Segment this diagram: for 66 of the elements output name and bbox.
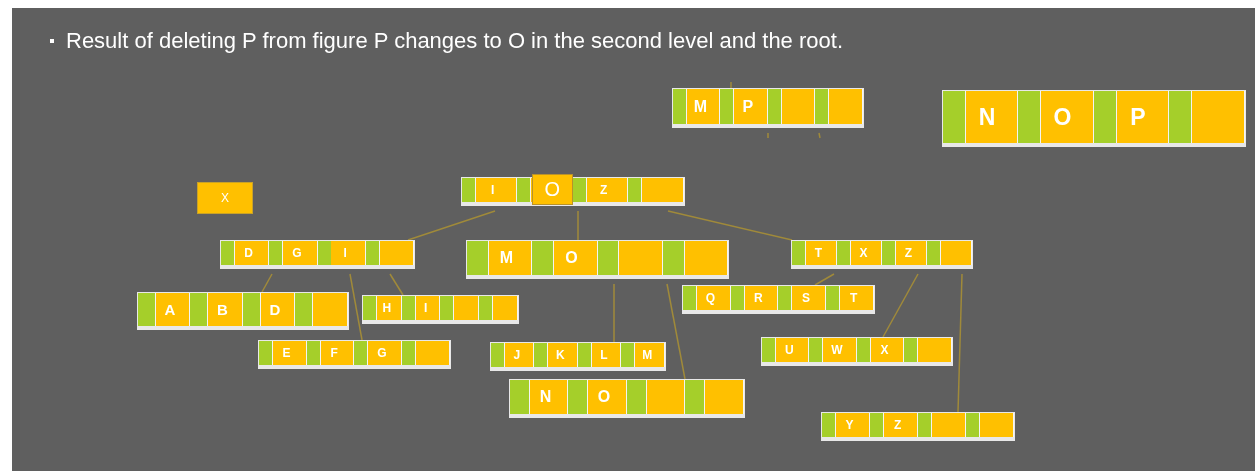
key-letter: G [292,247,302,259]
key-letter: H [382,302,392,314]
key-letter: M [642,349,653,361]
btree-node [509,379,745,418]
key-letter: Y [845,419,854,431]
key-letter: S [802,292,810,304]
key-letter: I [490,184,495,196]
connector-line [666,283,686,380]
btree-node [466,240,729,279]
key-letter: T [814,247,823,259]
highlighted-key: O [531,173,573,205]
key-letter: P [1130,105,1146,129]
connector-line [667,210,793,241]
key-letter: R [753,292,763,304]
connector-line [349,273,363,341]
key-letter: X [880,344,889,356]
connector-line [577,210,579,241]
key-letter: F [330,347,338,359]
key-letter: B [216,302,228,317]
connector-line [613,283,615,343]
key-letter: I [424,302,428,314]
connector-line [882,273,919,338]
key-letter: U [785,344,794,356]
btree-node [258,340,451,369]
btree-node [761,337,953,366]
key-letter: M [693,98,708,115]
btree-node [220,240,415,269]
key-letter: N [978,105,996,129]
key-letter: J [513,349,521,361]
key-letter: T [850,292,858,304]
connector-line [261,273,273,293]
btree-node [682,285,875,314]
btree-node [672,88,864,128]
key-letter: E [282,347,291,359]
btree-node [362,295,519,324]
key-letter: K [555,349,565,361]
key-letter: X [859,247,868,259]
connector-line [957,273,963,413]
btree-node [942,90,1246,147]
btree-node [821,412,1015,441]
title: Result of deleting P from figure P changes to O in the second level and the root. [66,27,843,55]
btree-node [461,177,685,206]
key-letter: I [343,247,347,259]
key-box: X [197,182,253,214]
key-letter: N [539,389,552,405]
key-letter: Z [904,247,913,259]
key-letter: G [377,347,387,359]
key-letter: M [499,250,513,266]
btree-node [490,342,666,371]
key-letter: D [269,302,281,317]
key-letter: Q [705,292,716,304]
key-letter: Z [599,184,608,196]
key-letter: O [565,250,578,266]
btree-node [791,240,973,269]
key-letter: D [244,247,254,259]
key-letter: P [742,98,754,115]
btree-node [137,292,349,330]
key-letter: W [831,344,843,356]
connector-line [814,273,835,286]
key-letter: Z [893,419,902,431]
connector-line [407,210,496,241]
key-letter: O [597,389,611,405]
key-letter: A [164,302,176,317]
key-letter: O [1053,105,1072,129]
key-letter: L [600,349,608,361]
connector-line [389,273,404,296]
